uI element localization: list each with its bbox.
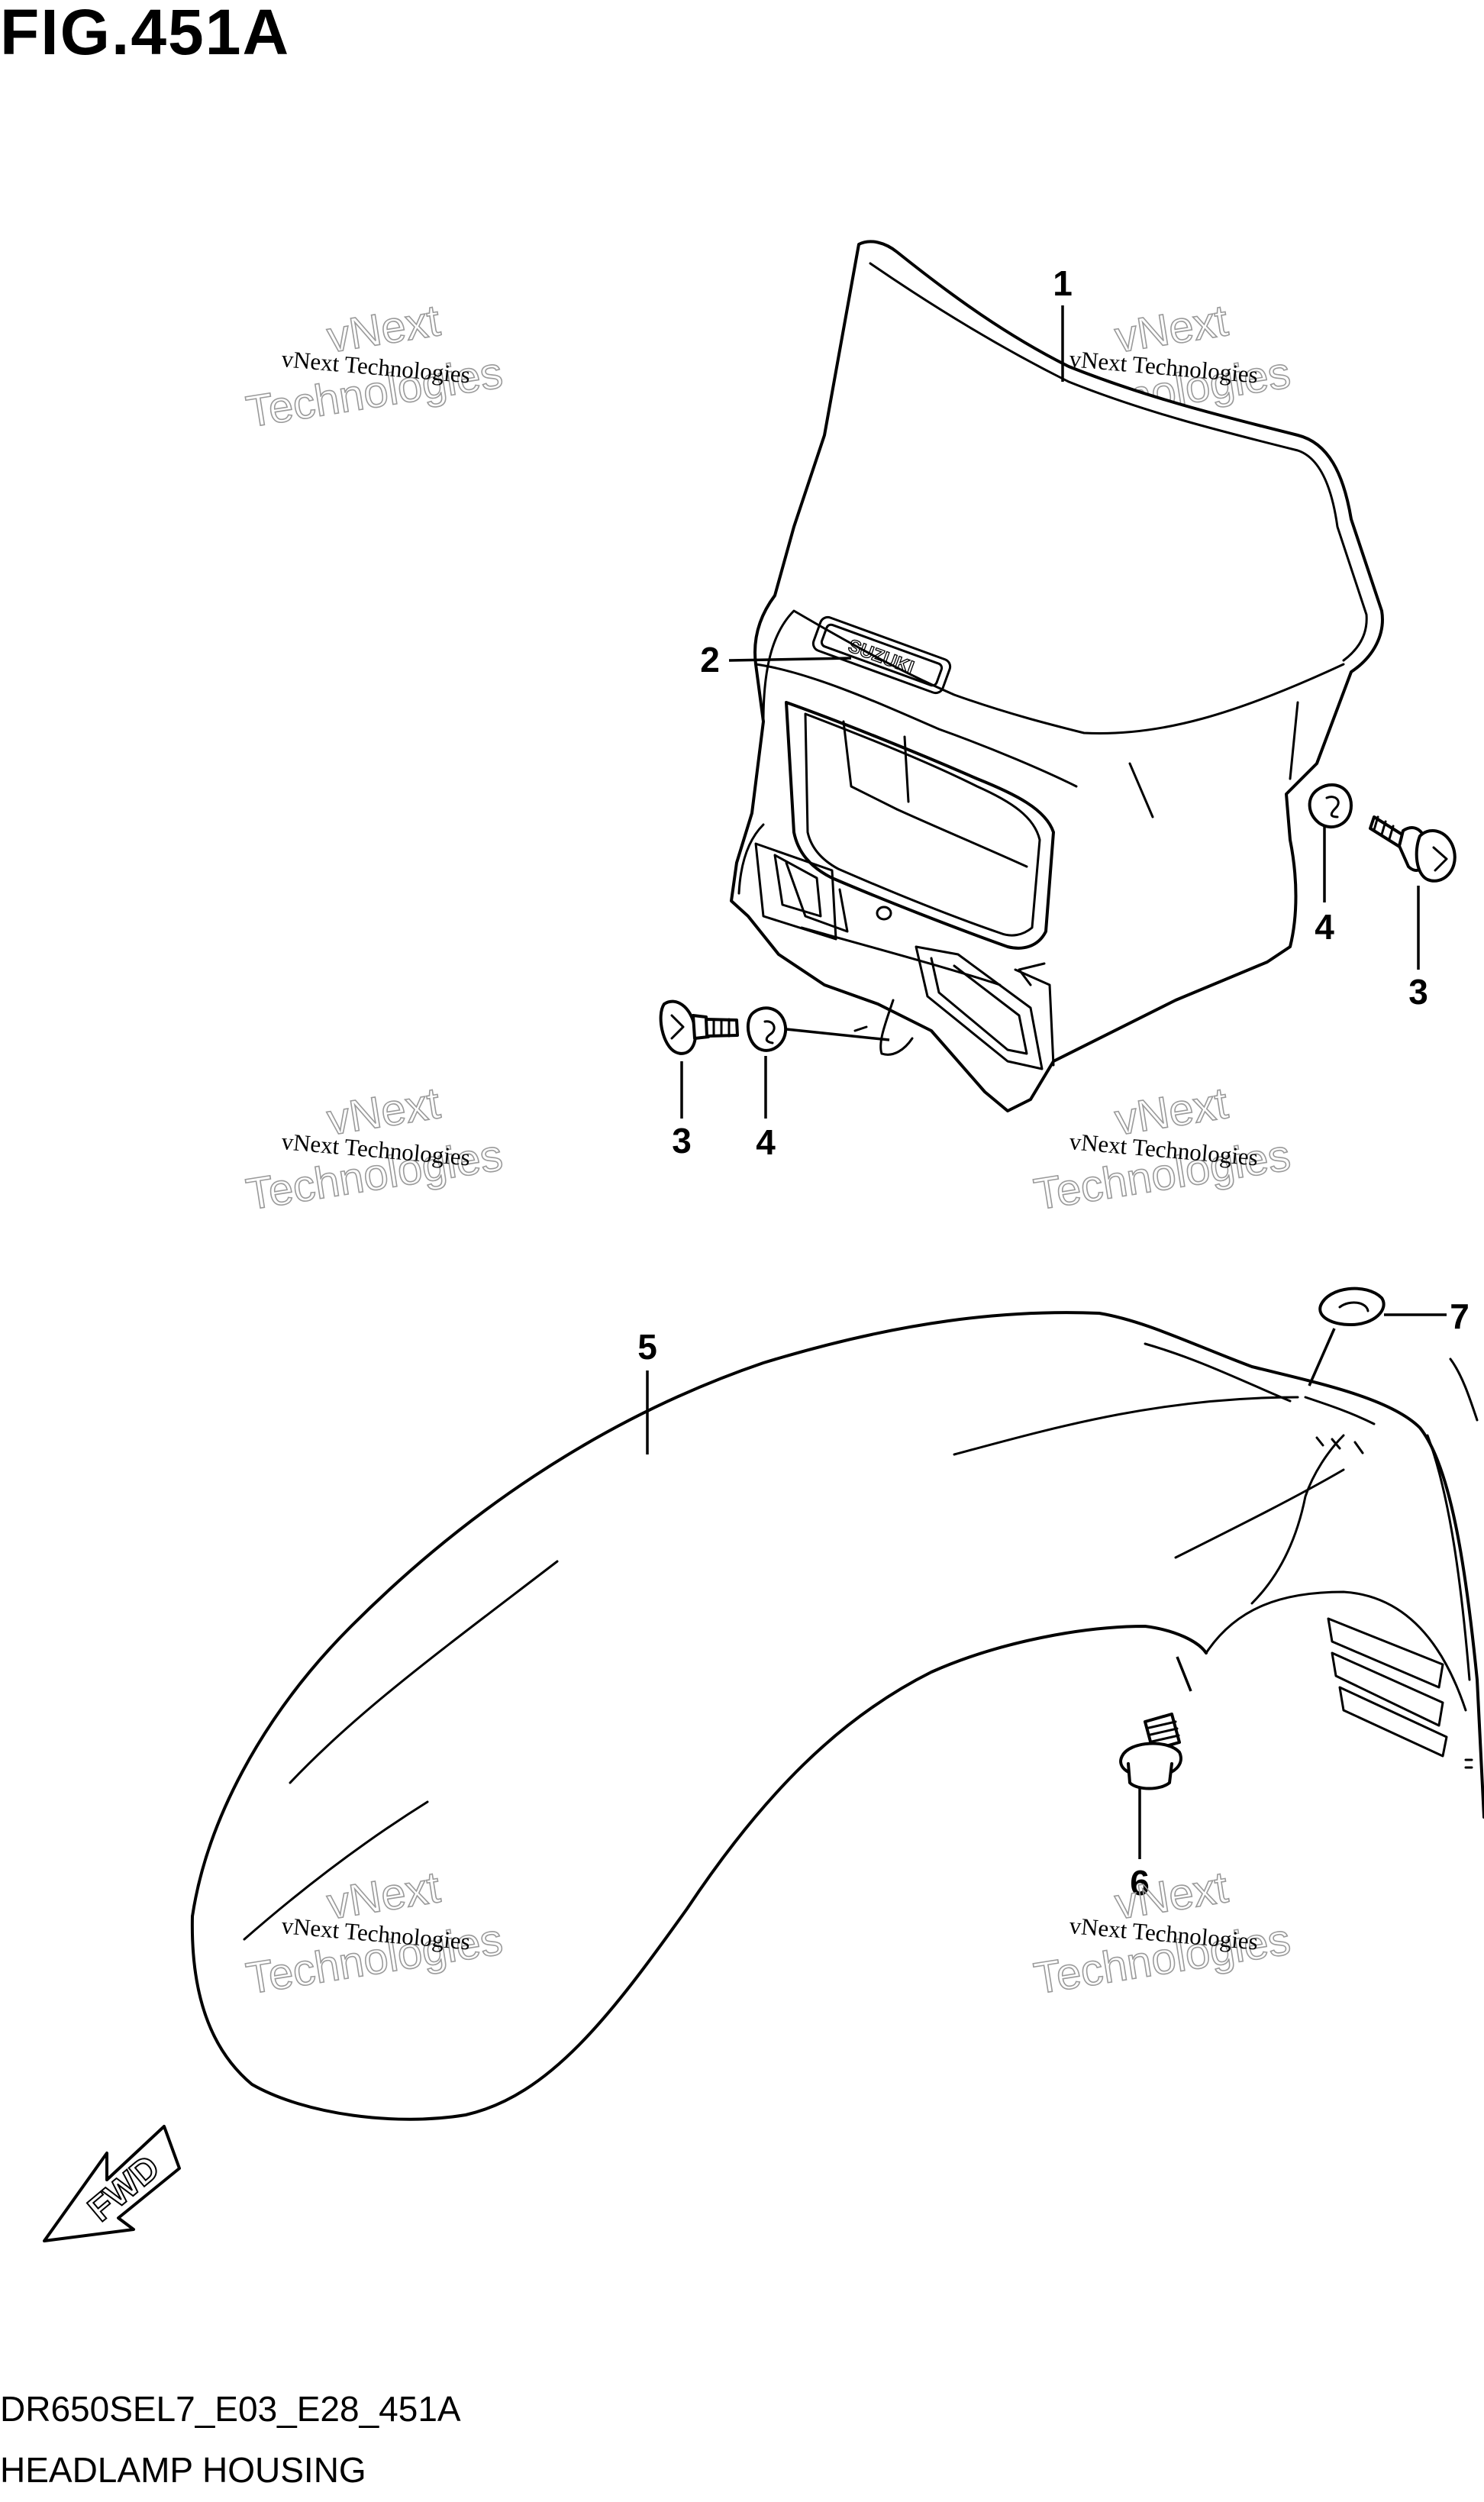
figure-title: FIG.451A [0,0,291,68]
callout-3-right: 3 [1408,972,1428,1012]
diagram-name: HEADLAMP HOUSING [0,2450,366,2490]
callout-4-left: 4 [756,1122,776,1162]
callout-3-left: 3 [672,1121,692,1161]
screw-left [659,999,739,1055]
grommet-left [746,1006,788,1052]
callout-6: 6 [1130,1863,1150,1903]
headlamp-housing [730,240,1384,1112]
grommet-right [1308,783,1353,828]
callout-1: 1 [1053,263,1073,303]
leader-lines [646,305,1447,1859]
callout-4-right: 4 [1315,907,1334,947]
front-fender [190,1311,1484,2121]
fwd-arrow: FWD [43,2125,181,2242]
callout-5: 5 [637,1327,657,1367]
callout-2: 2 [700,640,720,680]
rubber-cap [1318,1287,1386,1326]
diagram-code: DR650SEL7_E03_E28_451A [0,2389,461,2429]
screw-right [1369,815,1457,883]
flange-bolt [1119,1713,1182,1790]
callout-7: 7 [1450,1296,1469,1336]
